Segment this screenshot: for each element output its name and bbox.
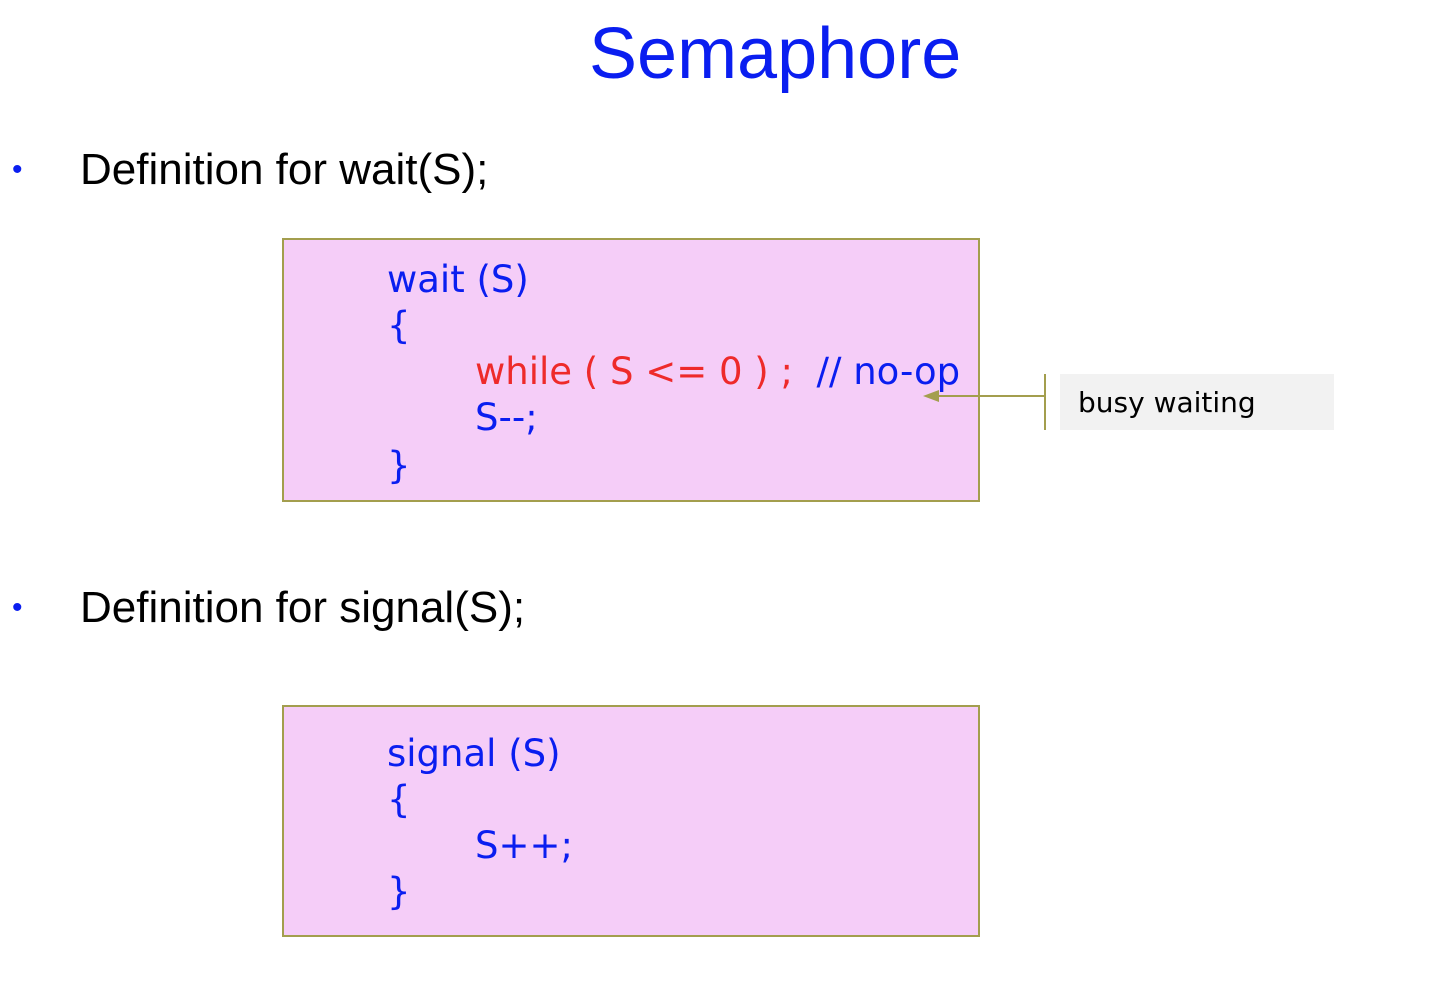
- signal-code-box: [282, 705, 980, 937]
- wait-code-line-close-brace: }: [387, 444, 411, 487]
- wait-code-line-signature: wait (S): [387, 258, 529, 301]
- wait-code-line-while: while ( S <= 0 ) ; // no-op: [475, 349, 960, 395]
- wait-code-line-open-brace: {: [387, 304, 411, 347]
- wait-code-noop-comment: // no-op: [816, 350, 961, 393]
- bullet-text-wait: Definition for wait(S);: [80, 145, 489, 194]
- wait-code-while-statement: while ( S <= 0 ) ;: [475, 350, 793, 393]
- busy-waiting-callout: busy waiting: [1060, 374, 1334, 430]
- bullet-marker-signal: •: [12, 591, 23, 624]
- busy-waiting-arrow-head: [923, 390, 939, 402]
- bullet-text-signal: Definition for signal(S);: [80, 583, 526, 632]
- signal-code-line-signature: signal (S): [387, 732, 561, 775]
- signal-code-line-open-brace: {: [387, 778, 411, 821]
- signal-code-line-close-brace: }: [387, 870, 411, 913]
- slide-title: Semaphore: [589, 14, 962, 94]
- wait-code-line-decrement: S--;: [475, 396, 538, 439]
- signal-code-line-increment: S++;: [475, 824, 573, 867]
- wait-code-box: [282, 238, 980, 502]
- bullet-marker-wait: •: [12, 153, 23, 186]
- busy-waiting-arrow: [923, 374, 1046, 430]
- busy-waiting-label: busy waiting: [1078, 386, 1256, 419]
